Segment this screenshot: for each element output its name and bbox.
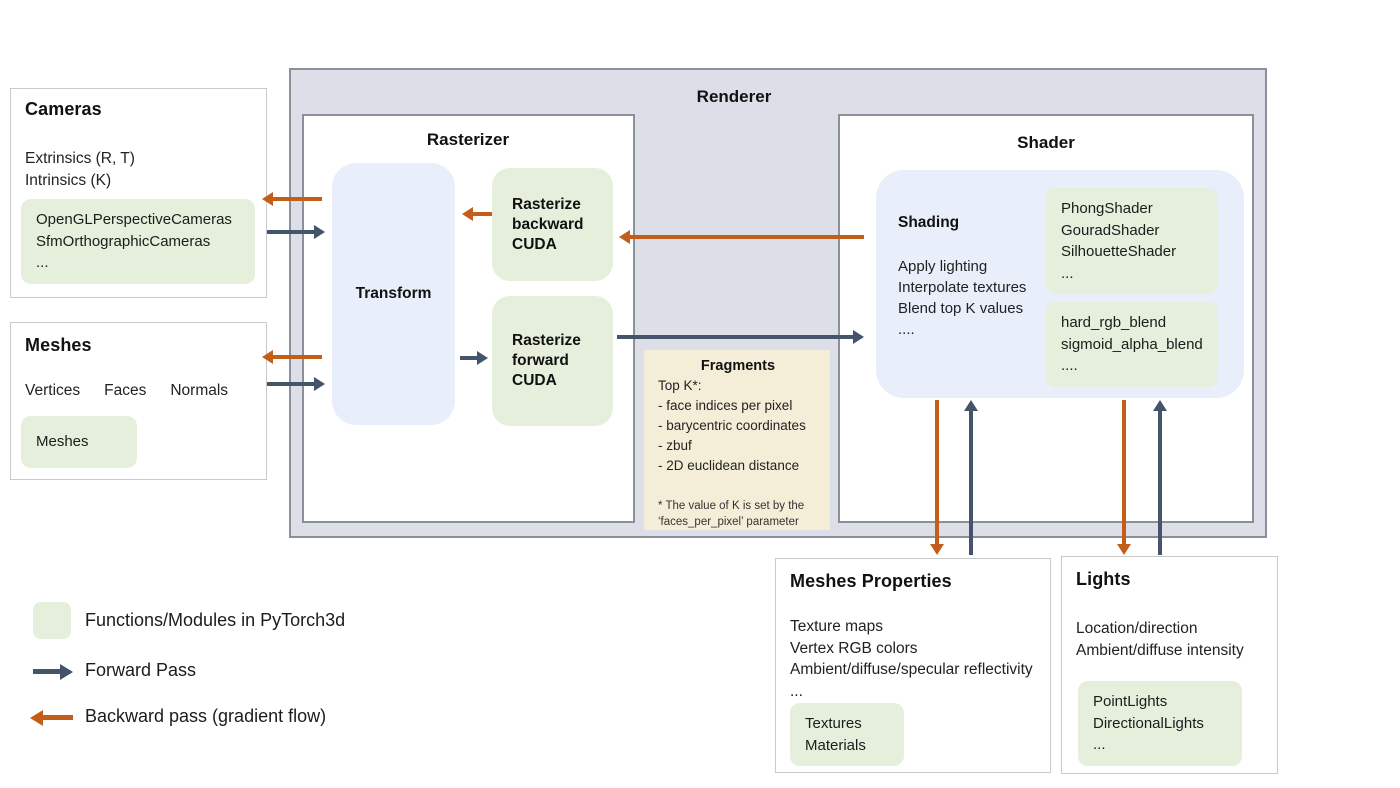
legend-forward-arrow-icon <box>33 669 60 674</box>
cameras-modules: OpenGLPerspectiveCameras SfmOrthographic… <box>21 199 255 284</box>
forward-pass-arrow-from-cameras <box>267 230 314 234</box>
lights-box: Lights Location/direction Ambient/diffus… <box>1061 556 1278 774</box>
backward-pass-arrow-to-meshes-properties <box>935 400 939 544</box>
forward-pass-arrow-from-meshes-properties <box>969 411 973 555</box>
module-line: hard_rgb_blend <box>1061 314 1167 331</box>
rasterize-forward-label: Rasterize forward CUDA <box>512 332 581 389</box>
meshes-properties-line: ... <box>790 682 803 700</box>
module-line: ... <box>1061 264 1074 282</box>
renderer-title: Renderer <box>696 87 772 106</box>
module-line: PhongShader <box>1061 200 1153 217</box>
fragments-line: - zbuf <box>658 438 692 453</box>
legend-module-label: Functions/Modules in PyTorch3d <box>85 610 346 630</box>
legend-backward-label: Backward pass (gradient flow) <box>85 706 327 726</box>
module-line: PointLights <box>1093 693 1168 710</box>
backward-pass-arrow-to-cameras <box>273 197 322 201</box>
fragments-line: - barycentric coordinates <box>658 418 806 433</box>
module-line: Textures <box>805 715 862 732</box>
meshes-properties-title: Meshes Properties <box>790 571 952 591</box>
module-line: GouradShader <box>1061 221 1160 239</box>
backward-pass-arrow-to-meshes <box>273 355 322 359</box>
lights-line: Ambient/diffuse intensity <box>1076 641 1244 659</box>
cameras-title: Cameras <box>25 99 102 119</box>
meshes-properties-modules: Textures Materials <box>790 703 904 766</box>
forward-pass-arrow-from-lights <box>1158 411 1162 555</box>
meshes-properties-line: Vertex RGB colors <box>790 639 918 657</box>
fragments-line: - face indices per pixel <box>658 398 793 413</box>
module-line: SilhouetteShader <box>1061 243 1177 260</box>
rasterize-backward-label: Rasterize backward CUDA <box>512 195 584 253</box>
meshes-box: Meshes Vertices Faces Normals Meshes <box>10 322 267 480</box>
lights-modules: PointLights DirectionalLights ... <box>1078 681 1242 766</box>
forward-pass-arrow-from-meshes <box>267 382 314 386</box>
rasterize-backward-box: Rasterize backward CUDA <box>492 168 613 281</box>
cameras-box: Cameras Extrinsics (R, T) Intrinsics (K)… <box>10 88 267 298</box>
backward-pass-arrow-rasterize-to-transform <box>473 212 492 216</box>
fragments-box: Fragments Top K*: - face indices per pix… <box>644 350 830 530</box>
module-line: ... <box>36 254 49 271</box>
meshes-modules: Meshes <box>21 416 137 468</box>
shading-task: .... <box>898 321 915 338</box>
forward-pass-arrow-rasterizer-to-shader <box>617 335 853 339</box>
forward-pass-arrow-transform-to-rasterize <box>460 356 477 360</box>
shading-panel: Shading Apply lighting Interpolate textu… <box>876 170 1244 398</box>
meshes-title: Meshes <box>25 335 92 355</box>
shading-title: Shading <box>898 214 960 231</box>
meshes-attr-normals: Normals <box>170 382 229 399</box>
meshes-attr-vertices: Vertices <box>25 382 81 399</box>
shader-title: Shader <box>1017 133 1075 152</box>
meshes-properties-box: Meshes Properties Texture maps Vertex RG… <box>775 558 1051 773</box>
backward-pass-arrow-shader-to-rasterizer <box>630 235 864 239</box>
rasterize-forward-box: Rasterize forward CUDA <box>492 296 613 426</box>
lights-title: Lights <box>1076 569 1131 589</box>
fragments-footnote: * The value of K is set by the ‘faces_pe… <box>658 500 805 528</box>
transform-label: Transform <box>355 285 432 302</box>
shading-task: Blend top K values <box>898 300 1024 317</box>
shading-task: Interpolate textures <box>898 279 1027 296</box>
module-line: Meshes <box>36 433 89 450</box>
legend-backward-arrow-icon <box>43 715 73 720</box>
module-line: Materials <box>805 736 866 754</box>
fragments-line: - 2D euclidean distance <box>658 458 800 473</box>
rasterizer-title: Rasterizer <box>426 130 510 149</box>
meshes-properties-line: Ambient/diffuse/specular reflectivity <box>790 661 1033 678</box>
module-line: .... <box>1061 357 1078 374</box>
lights-line: Location/direction <box>1076 620 1198 637</box>
cameras-extrinsics: Extrinsics (R, T) <box>25 150 135 167</box>
module-line: sigmoid_alpha_blend <box>1061 335 1203 353</box>
legend-module-swatch <box>33 602 71 639</box>
backward-pass-arrow-to-lights <box>1122 400 1126 544</box>
legend-forward-label: Forward Pass <box>85 660 197 680</box>
blend-modules: hard_rgb_blend sigmoid_alpha_blend .... <box>1046 302 1218 387</box>
module-line: DirectionalLights <box>1093 714 1204 732</box>
meshes-attr-faces: Faces <box>104 382 147 399</box>
fragments-title: Fragments <box>700 358 776 374</box>
shading-task: Apply lighting <box>898 258 988 275</box>
meshes-properties-line: Texture maps <box>790 618 884 635</box>
fragments-line: Top K*: <box>658 378 702 393</box>
module-line: ... <box>1093 736 1106 753</box>
cameras-intrinsics: Intrinsics (K) <box>25 171 112 189</box>
module-line: SfmOrthographicCameras <box>36 232 211 250</box>
module-line: OpenGLPerspectiveCameras <box>36 211 232 228</box>
shader-modules: PhongShader GouradShader SilhouetteShade… <box>1046 188 1218 294</box>
transform-box: Transform <box>332 163 455 425</box>
